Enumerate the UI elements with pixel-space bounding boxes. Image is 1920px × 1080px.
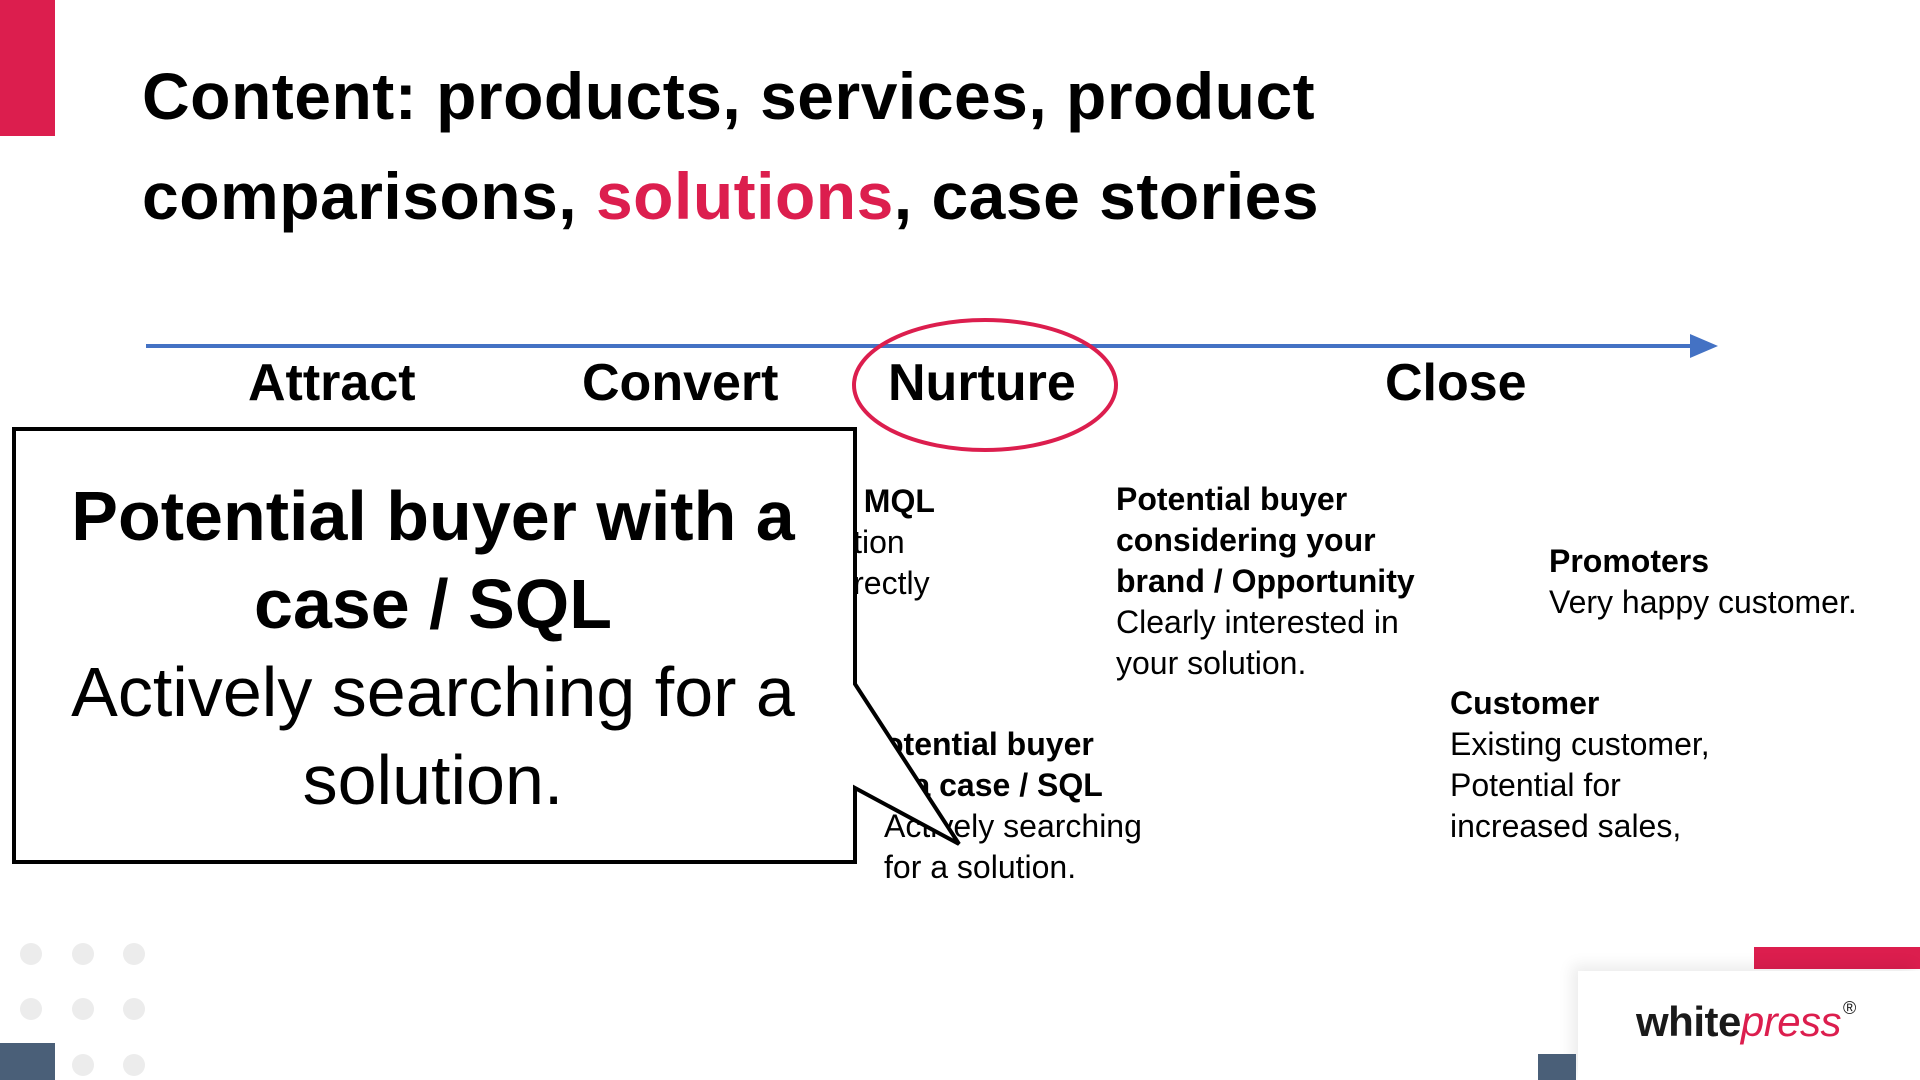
accent-bar-bottom <box>0 1043 55 1080</box>
logo-word-white: white <box>1636 998 1741 1045</box>
mql-card-title: / MQL <box>846 483 935 519</box>
customer-body-1: Existing customer, <box>1450 726 1710 762</box>
callout-bubble-shape <box>12 427 961 864</box>
stage-convert: Convert <box>582 354 779 412</box>
title-part-1: Content: products, services, product com… <box>142 59 1316 233</box>
stage-nurture: Nurture <box>888 354 1076 412</box>
callout-title: Potential buyer with a case / SQL <box>71 477 795 643</box>
dot <box>123 943 145 965</box>
opportunity-card: Potential buyer considering your brand /… <box>1116 479 1415 684</box>
callout-body: Actively searching for a solution. <box>71 653 795 819</box>
dot <box>20 998 42 1020</box>
logo-slate-block <box>1538 1054 1576 1080</box>
title-highlight: solutions <box>595 159 894 233</box>
mql-card-line-2: irectly <box>846 565 930 601</box>
timeline-arrow-head <box>1690 334 1718 358</box>
dot <box>72 1054 94 1076</box>
sql-card-title-1: otential buyer <box>884 726 1094 762</box>
customer-card: Customer Existing customer, Potential fo… <box>1450 683 1710 847</box>
logo-panel <box>1578 971 1920 1080</box>
callout: Potential buyer with a case / SQL Active… <box>18 472 848 824</box>
stage-attract: Attract <box>248 354 416 412</box>
dot <box>72 943 94 965</box>
nurture-highlight-ellipse <box>852 318 1118 452</box>
opportunity-body-2: your solution. <box>1116 645 1307 681</box>
customer-title: Customer <box>1450 685 1600 721</box>
customer-body-2: Potential for <box>1450 767 1621 803</box>
dot <box>20 943 42 965</box>
stage-close: Close <box>1385 354 1527 412</box>
sql-card-body-2: for a solution. <box>884 849 1077 885</box>
opportunity-title-3: brand / Opportunity <box>1116 563 1415 599</box>
logo-word-press: press <box>1740 998 1842 1045</box>
title-part-2: , case stories <box>893 159 1320 233</box>
whitepress-logo: whitepress® <box>1636 998 1856 1046</box>
opportunity-title-2: considering your <box>1116 522 1376 558</box>
opportunity-body-1: Clearly interested in <box>1116 604 1399 640</box>
opportunity-title-1: Potential buyer <box>1116 481 1348 517</box>
accent-bar-top <box>0 0 55 136</box>
registered-mark: ® <box>1843 998 1856 1018</box>
slide-title: Content: products, services, product com… <box>142 46 1642 246</box>
promoters-body: Very happy customer. <box>1549 584 1857 620</box>
logo-accent-bar <box>1754 947 1920 969</box>
dot <box>123 1054 145 1076</box>
customer-body-3: increased sales, <box>1450 808 1682 844</box>
dot <box>72 998 94 1020</box>
promoters-card: Promoters Very happy customer. <box>1549 541 1857 623</box>
promoters-title: Promoters <box>1549 543 1710 579</box>
dot <box>123 998 145 1020</box>
